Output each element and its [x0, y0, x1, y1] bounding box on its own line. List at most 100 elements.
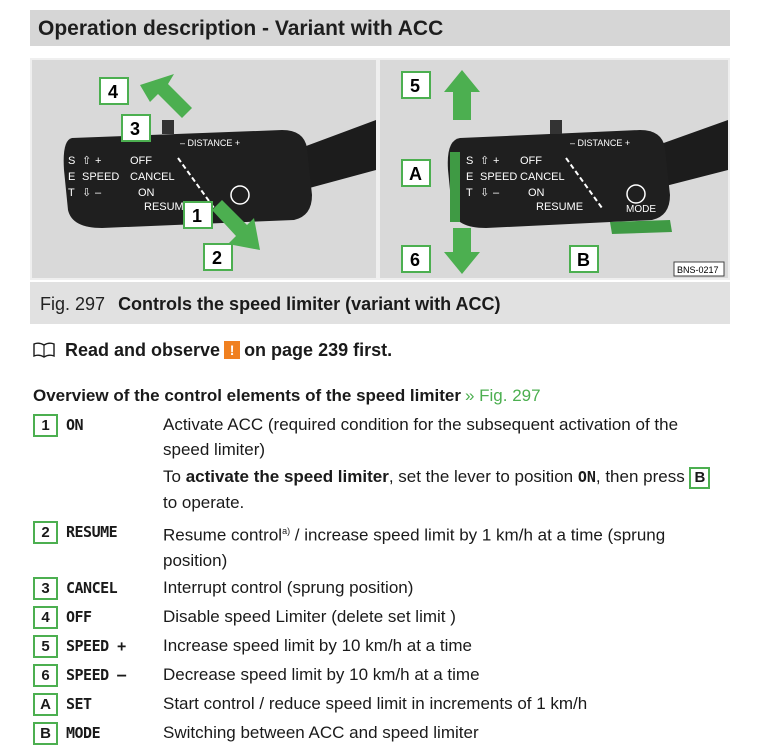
note-text-before: Read and observe — [65, 340, 221, 360]
list-item: 4 OFF Disable speed Limiter (delete set l… — [33, 604, 733, 633]
arrow-resume-icon — [212, 200, 260, 250]
key-4: 4 — [33, 606, 58, 629]
plus-label: + — [95, 155, 101, 167]
warning-icon: ! — [224, 341, 241, 359]
list-item: To activate the speed limiter, set the l… — [33, 462, 733, 519]
item-description: Switching between ACC and speed limiter — [163, 723, 479, 742]
lever-head — [447, 130, 670, 228]
svg-text:2: 2 — [212, 248, 222, 268]
figure-panel-right: – DISTANCE + S E T ⇧ + SPEED ⇩ – OFF CAN… — [380, 60, 728, 278]
item-description: Interrupt control (sprung position) — [163, 578, 414, 597]
item-description: Disable speed Limiter (delete set limit … — [163, 607, 456, 626]
resume-label: RESUME — [536, 201, 583, 213]
off-label: OFF — [520, 155, 542, 167]
down-arrow-icon: ⇩ — [82, 186, 91, 199]
svg-text:5: 5 — [410, 76, 420, 96]
on-label: ON — [528, 187, 545, 199]
key-a: A — [33, 693, 58, 716]
svg-text:6: 6 — [410, 250, 420, 270]
read-note: Read and observe ! on page 239 first. — [33, 338, 392, 362]
list-item: 1 ON Activate ACC (required condition for… — [33, 412, 733, 462]
callout-1: 1 — [183, 201, 213, 229]
speed-label: SPEED — [480, 171, 517, 183]
minus-label: – — [493, 187, 500, 199]
note-text-after: on page 239 first. — [244, 340, 393, 360]
callout-a: A — [401, 159, 431, 187]
lever-head — [63, 130, 312, 228]
mode-button — [610, 220, 672, 234]
svg-text:A: A — [409, 164, 422, 184]
lever-t-label: T — [68, 187, 75, 199]
resume-label: RESUME — [144, 201, 191, 213]
key-1: 1 — [33, 414, 58, 437]
section-header-title: Operation description - Variant with ACC — [38, 17, 444, 40]
callout-4: 4 — [99, 77, 129, 105]
up-arrow-icon: ⇧ — [480, 154, 489, 167]
key-6: 6 — [33, 664, 58, 687]
set-button — [450, 152, 460, 222]
down-arrow-icon: ⇩ — [480, 186, 489, 199]
figure-297: – DISTANCE + S E T ⇧ + SPEED ⇩ – OFF CAN… — [30, 58, 730, 280]
svg-text:1: 1 — [192, 206, 202, 226]
mode-gauge-icon — [626, 184, 646, 204]
book-icon — [33, 342, 55, 358]
item-description: Resume controla) / increase speed limit … — [163, 525, 666, 570]
key-label: SPEED + — [66, 637, 126, 655]
svg-text:B: B — [577, 250, 590, 270]
section-header: Operation description - Variant with ACC — [30, 10, 730, 46]
mode-label: MODE — [626, 204, 656, 215]
key-label: RESUME — [66, 523, 118, 541]
figure-number: Fig. 297 — [40, 294, 106, 314]
svg-text:3: 3 — [130, 119, 140, 139]
item-description: Activate ACC (required condition for the… — [163, 415, 679, 459]
list-item: 2 RESUME Resume controla) / increase spee… — [33, 519, 733, 575]
key-2: 2 — [33, 521, 58, 544]
distance-label: – DISTANCE + — [570, 138, 630, 148]
overview-title: Overview of the control elements of the … — [33, 385, 541, 407]
plus-label: + — [493, 155, 499, 167]
on-label: ON — [138, 187, 155, 199]
arrow-speed-down-icon — [444, 228, 480, 274]
key-label: ON — [66, 416, 84, 434]
key-label: CANCEL — [66, 579, 118, 597]
overview-title-text: Overview of the control elements of the … — [33, 386, 461, 405]
cancel-label: CANCEL — [520, 171, 565, 183]
figure-panel-left: – DISTANCE + S E T ⇧ + SPEED ⇩ – OFF CAN… — [32, 60, 376, 278]
callout-6: 6 — [401, 245, 431, 273]
off-label: OFF — [130, 155, 152, 167]
svg-text:4: 4 — [108, 82, 118, 102]
control-elements-list: 1 ON Activate ACC (required condition for… — [33, 412, 733, 749]
callout-b: B — [569, 245, 599, 273]
arrow-off-icon — [140, 74, 192, 118]
cancel-label: CANCEL — [130, 171, 175, 183]
lever-e-label: E — [466, 171, 473, 183]
item-description: Increase speed limit by 10 km/h at a tim… — [163, 636, 472, 655]
svg-text:BNS-0217: BNS-0217 — [677, 265, 719, 275]
speed-label: SPEED — [82, 171, 119, 183]
arrow-speed-up-icon — [444, 70, 480, 120]
figure-caption: Fig. 297 Controls the speed limiter (var… — [30, 282, 730, 324]
lever-e-label: E — [68, 171, 75, 183]
callout-3: 3 — [121, 114, 151, 142]
key-5: 5 — [33, 635, 58, 658]
lever-illustration-right: – DISTANCE + S E T ⇧ + SPEED ⇩ – OFF CAN… — [401, 70, 728, 277]
mode-gauge-icon — [230, 185, 250, 205]
key-label: OFF — [66, 608, 92, 626]
inline-key-b: B — [689, 467, 711, 489]
figure-reference-link[interactable]: » Fig. 297 — [464, 386, 541, 405]
callout-5: 5 — [401, 71, 431, 99]
distance-label: – DISTANCE + — [180, 138, 240, 148]
lever-tip — [550, 120, 562, 134]
list-item: 5 SPEED + Increase speed limit by 10 km/h… — [33, 633, 733, 662]
lever-path-line — [177, 157, 215, 209]
lever-illustration-left: – DISTANCE + S E T ⇧ + SPEED ⇩ – OFF CAN… — [63, 74, 376, 271]
up-arrow-icon: ⇧ — [82, 154, 91, 167]
key-label: SET — [66, 695, 92, 713]
key-b: B — [33, 722, 58, 745]
lever-s-label: S — [68, 155, 75, 167]
lever-t-label: T — [466, 187, 473, 199]
